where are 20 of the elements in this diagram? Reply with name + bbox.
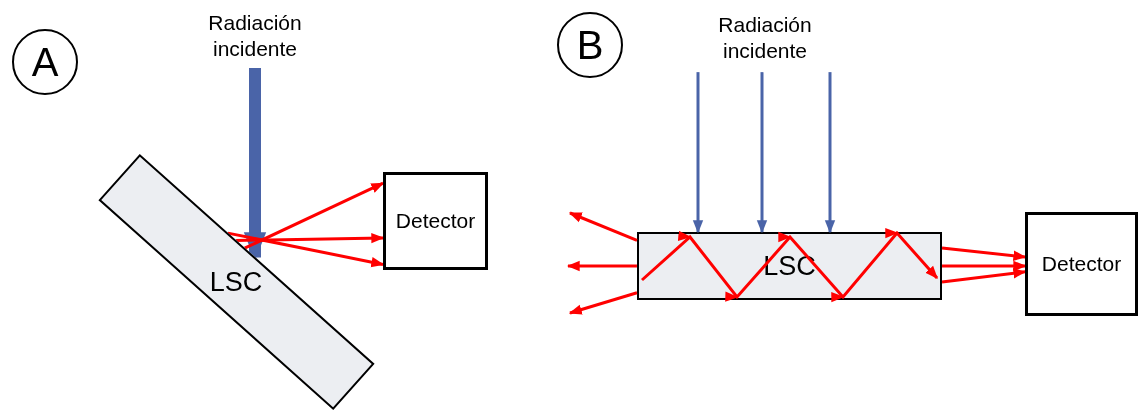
- panel-letter: A: [12, 29, 78, 95]
- arrow: [568, 211, 638, 242]
- detector-box: Detector: [1025, 212, 1138, 316]
- arrow: [227, 231, 385, 268]
- arrow: [942, 260, 1027, 272]
- arrow: [941, 268, 1027, 284]
- radiation-label: Radiación incidente: [685, 4, 845, 72]
- arrow: [941, 246, 1027, 261]
- arrow: [692, 72, 704, 234]
- arrow: [243, 68, 267, 261]
- panel-letter: B: [557, 12, 623, 78]
- detector-box: Detector: [383, 172, 488, 270]
- arrow: [244, 181, 385, 250]
- arrow: [824, 72, 836, 234]
- arrow: [566, 260, 637, 272]
- arrow: [236, 232, 385, 244]
- radiation-label: Radiación incidente: [180, 4, 330, 68]
- lsc-slab: LSC: [97, 153, 375, 411]
- arrow: [568, 291, 638, 315]
- arrow: [756, 72, 768, 234]
